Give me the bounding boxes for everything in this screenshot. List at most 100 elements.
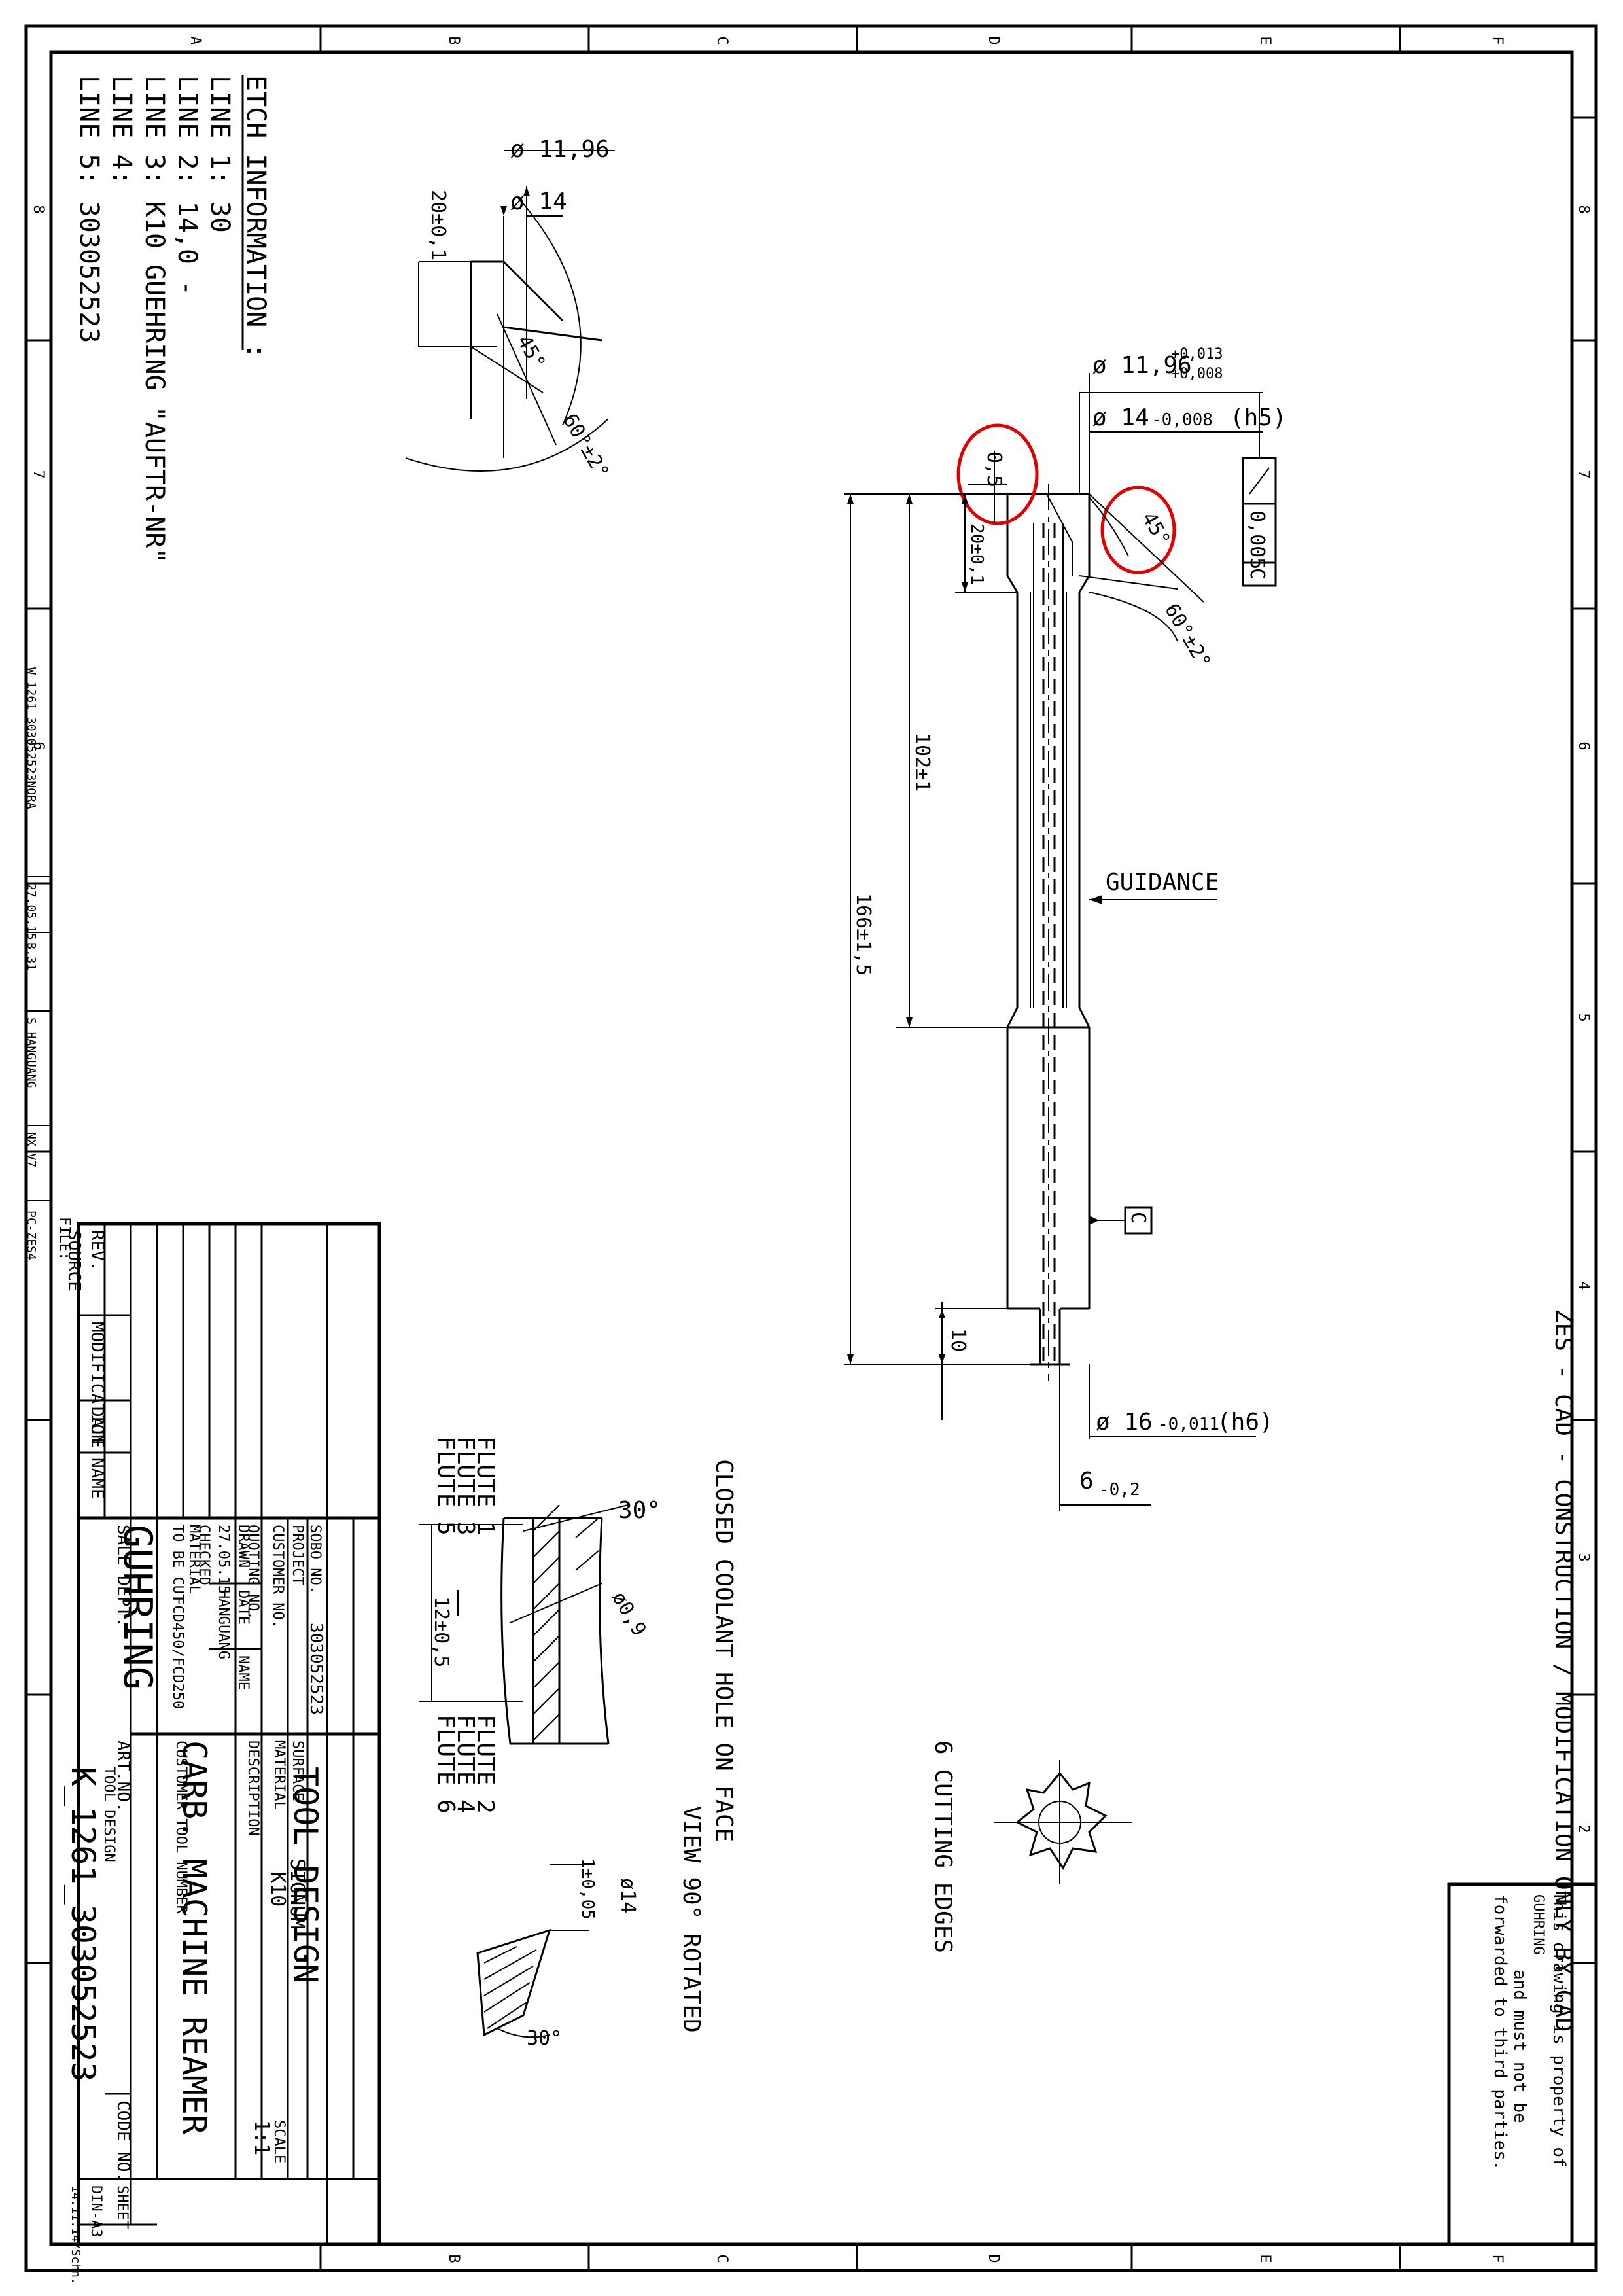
flute-6-label: FLUTE 6 xyxy=(432,1714,459,1814)
dim-chamfer-05: 0,5 xyxy=(983,451,1005,487)
dim-dia-16: ø 16 xyxy=(1096,1409,1153,1436)
notice-brand: GUHRING xyxy=(1530,1894,1546,1955)
highlight-circle-chamfer xyxy=(956,423,1039,525)
highlight-circle-angle xyxy=(1100,486,1176,574)
zone-letter-f-bottom: F xyxy=(1489,2254,1505,2263)
zone-letter-a: A xyxy=(187,36,203,44)
dim-len-20: 20±0,1 xyxy=(967,523,986,585)
tb-scale-label: SCALE xyxy=(271,2120,287,2163)
dim-dia-16-fit: (h6) xyxy=(1217,1409,1274,1436)
etch-line-4: LINE 4: xyxy=(107,75,137,186)
margin-sheet-code: B.31 xyxy=(24,942,38,970)
dim-dia-1196-upper-tol: +0,013 xyxy=(1171,346,1223,362)
zone-letter-e: E xyxy=(1257,36,1273,44)
zone-number-2-right: 2 xyxy=(1575,1824,1592,1833)
tb-logo: GUHRING xyxy=(114,1525,160,1690)
tb-sale-dept-label: SALE DEPT. xyxy=(113,1525,133,1627)
zone-letter-d: D xyxy=(985,36,1002,44)
tb-rev-name-label: NAME xyxy=(87,1458,107,1499)
flute-2-label: FLUTE 2 xyxy=(472,1714,498,1814)
etch-line-2: LINE 2: 14,0 - xyxy=(172,75,202,296)
tb-scale-value: 1:1 xyxy=(250,2120,273,2155)
tb-quoting-label: QUOTING NO. xyxy=(245,1525,261,1620)
detail-len-20: 20±0,1 xyxy=(427,190,449,260)
tb-drawn-label: DRAWN xyxy=(235,1525,251,1568)
zone-number-7-right: 7 xyxy=(1575,470,1592,478)
zone-number-7-left: 7 xyxy=(30,470,46,478)
etch-line-3: LINE 3: K10 GUEHRING "AUFTR-NR" xyxy=(139,75,169,564)
zone-number-6-left: 6 xyxy=(30,741,46,750)
dim-len-102: 102±1 xyxy=(911,733,934,792)
view90-tol: 1±0,05 xyxy=(578,1858,597,1920)
tb-art-no-label: ART.NO. xyxy=(113,1740,133,1812)
margin-drawer: S HANGUANG xyxy=(24,1017,38,1088)
coolant-angle-30: 30° xyxy=(618,1497,661,1524)
etch-information: ETCH INFORMATION : LINE 1: 30 LINE 2: 14… xyxy=(74,75,271,564)
detail-top-chamfer: ø 11,96 ø 14 20±0,1 45° 60°±2° xyxy=(405,136,615,483)
tb-code-no-label: CODE NO. xyxy=(113,2100,133,2182)
etch-line-1: LINE 1: 30 xyxy=(205,75,235,233)
tb-sheet-label: SHEET xyxy=(114,2185,130,2229)
notice-line-3: forwarded to third parties. xyxy=(1490,1894,1510,2171)
margin-date: 27.05.15 xyxy=(24,883,38,940)
zone-letter-b-bottom: B xyxy=(445,2254,462,2263)
tb-material-value: K10 xyxy=(266,1871,289,1907)
dim-len-166: 166±1,5 xyxy=(852,893,875,976)
tb-name-label: NAME xyxy=(235,1655,251,1690)
dim-len-6: 6 xyxy=(1079,1468,1094,1494)
zone-number-8-right: 8 xyxy=(1575,205,1592,213)
tb-heading: TOOL DESIGN xyxy=(287,1767,324,1983)
flute-3-label: FLUTE 3 xyxy=(452,1436,479,1536)
tb-sobo-label: SOBO NO. xyxy=(307,1525,323,1594)
etch-line-5: LINE 5: 303052523 xyxy=(74,75,104,343)
reamer-main-view: 0,5 20±0,1 102±1 166±1,5 10 ø 11,96 xyxy=(844,346,1287,1511)
detail-dia-1196: ø 11,96 xyxy=(510,136,610,163)
zone-letter-f: F xyxy=(1489,36,1505,44)
tb-source-label: SOURCE xyxy=(64,1230,84,1292)
view-90-rotated: VIEW 90° ROTATED ø14 1±0,05 30° xyxy=(476,1806,705,2050)
cutting-edges-label: 6 CUTTING EDGES xyxy=(930,1740,956,1953)
tb-project-label: PROJECT xyxy=(289,1525,305,1585)
top-zone-ticks xyxy=(26,26,1596,2270)
zone-letter-e-bottom: E xyxy=(1257,2254,1273,2263)
tb-footer-date: 14.11.14/Schn. xyxy=(69,2185,82,2285)
etch-title: ETCH INFORMATION : xyxy=(241,75,271,359)
tb-checked-label: CHECKED xyxy=(196,1525,212,1585)
tb-tool-design-label: TOOL DESIGN xyxy=(101,1767,117,1862)
zone-letter-d-bottom: D xyxy=(985,2254,1002,2263)
tb-to-be-cut-value: FCD450/FCD250 xyxy=(169,1597,186,1709)
detail-dia-14: ø 14 xyxy=(510,188,567,215)
runout-value: 0,005 xyxy=(1246,510,1268,569)
outer-border xyxy=(24,24,1598,2272)
tb-drawn-date: 27.05.15 xyxy=(215,1525,232,1594)
tb-material-label: MATERIAL xyxy=(271,1740,287,1810)
zone-number-6-right: 6 xyxy=(1575,741,1592,750)
notice-line-1: This drawing is property of xyxy=(1549,1891,1569,2168)
tb-material-cut-label: MATERIAL xyxy=(186,1525,202,1594)
tb-surface-value: SIGNUM xyxy=(286,1858,309,1929)
dim-angle-60: 60°±2° xyxy=(1160,600,1215,673)
coolant-title: CLOSED COOLANT HOLE ON FACE xyxy=(710,1459,737,1842)
dim-len-6-tol: -0,2 xyxy=(1099,1480,1140,1500)
dim-dia-1196: ø 11,96 xyxy=(1092,352,1192,379)
coolant-len-12: 12±0,5 xyxy=(430,1597,453,1667)
dim-dia-14: ø 14 xyxy=(1092,404,1149,431)
tb-tool-number: K_1261_303052523 xyxy=(64,1767,102,2082)
view90-dia-14: ø14 xyxy=(616,1878,639,1913)
tb-date-label: DATE xyxy=(235,1590,251,1625)
tb-format: DIN-A3 xyxy=(88,2185,104,2237)
cad-construction-notice: ZES - CAD - CONSTRUCTION / MODIFICATION … xyxy=(1550,1309,1577,2032)
dim-dia-1196-lower-tol: +0,008 xyxy=(1171,366,1223,382)
tb-description-label: DESCRIPTION xyxy=(245,1740,261,1836)
tb-to-be-cut-label: TO BE CUT xyxy=(169,1525,186,1602)
margin-system: PC-ZES4 xyxy=(24,1210,38,1260)
title-block: SOURCE REV. MODIFICATION DATE NAME SALE … xyxy=(56,1217,381,2285)
dim-dia-14-tol: -0,008 xyxy=(1151,410,1213,430)
inner-border xyxy=(49,50,1574,2246)
zone-number-8-left: 8 xyxy=(30,205,46,213)
tb-rev-label: REV. xyxy=(87,1230,107,1271)
tb-customer-tool-label: CUSTOMER TOOL NUMBER xyxy=(173,1740,189,1915)
tb-modification-label: MODIFICATION xyxy=(87,1322,107,1445)
runout-control-frame: 0,005 C xyxy=(1242,457,1277,587)
